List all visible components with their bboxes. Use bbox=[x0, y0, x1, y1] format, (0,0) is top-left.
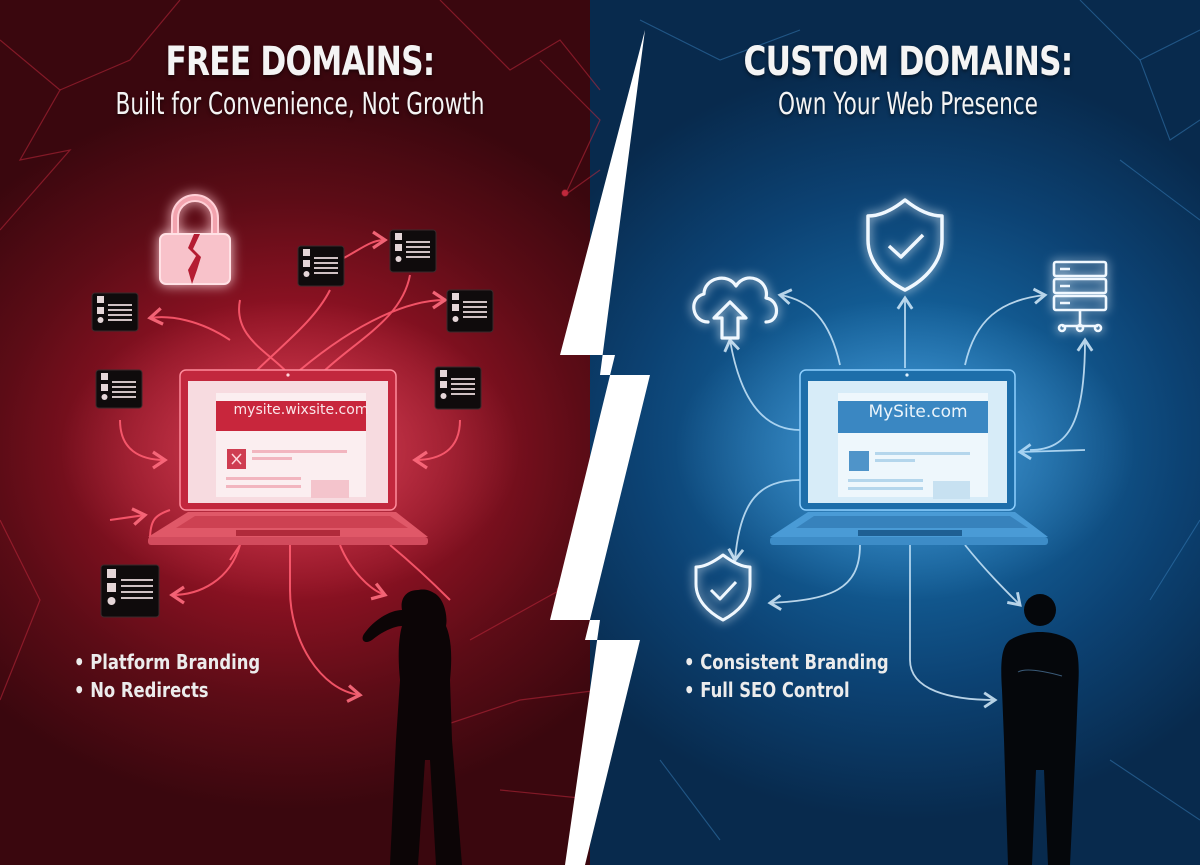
confident-person-silhouette bbox=[1001, 594, 1079, 865]
id-card-icon bbox=[446, 289, 494, 333]
id-card-icon bbox=[297, 245, 345, 287]
id-card-icon bbox=[434, 366, 482, 410]
right-laptop bbox=[675, 300, 1135, 600]
custom-domains-bullets: Consistent Branding Full SEO Control bbox=[684, 648, 889, 704]
bullet-item: Platform Branding bbox=[74, 648, 260, 676]
shield-check-icon bbox=[866, 198, 944, 292]
broken-lock-icon bbox=[159, 194, 231, 285]
id-card-icon bbox=[389, 229, 437, 273]
custom-domain-url: MySite.com bbox=[868, 402, 968, 422]
bullet-item: Full SEO Control bbox=[684, 676, 889, 704]
frustrated-person-silhouette bbox=[362, 589, 462, 865]
id-card-icon bbox=[95, 369, 143, 409]
id-card-icon bbox=[91, 292, 139, 332]
id-card-icon bbox=[100, 564, 160, 618]
free-domains-subtitle: Built for Convenience, Not Growth bbox=[115, 87, 485, 122]
free-domains-bullets: Platform Branding No Redirects bbox=[74, 648, 260, 704]
bullet-item: Consistent Branding bbox=[684, 648, 888, 676]
custom-domains-subtitle: Own Your Web Presence bbox=[778, 87, 1038, 122]
right-network-mesh bbox=[639, 0, 1200, 841]
custom-domains-title: CUSTOM DOMAINS: bbox=[743, 39, 1073, 85]
shield-check-icon bbox=[694, 553, 752, 622]
cloud-upload-icon bbox=[692, 276, 779, 340]
lightning-bolt-divider bbox=[550, 30, 650, 865]
custom-domains-heading: CUSTOM DOMAINS: Own Your Web Presence bbox=[608, 38, 1200, 124]
free-domains-heading: FREE DOMAINS: Built for Convenience, Not… bbox=[0, 38, 600, 124]
left-laptop bbox=[60, 300, 520, 600]
free-domains-title: FREE DOMAINS: bbox=[165, 39, 436, 85]
bullet-item: No Redirects bbox=[74, 676, 260, 704]
id-card-icons bbox=[91, 229, 494, 618]
server-icon bbox=[1052, 260, 1108, 333]
free-domain-url: mysite.wixsite.com bbox=[233, 402, 369, 418]
